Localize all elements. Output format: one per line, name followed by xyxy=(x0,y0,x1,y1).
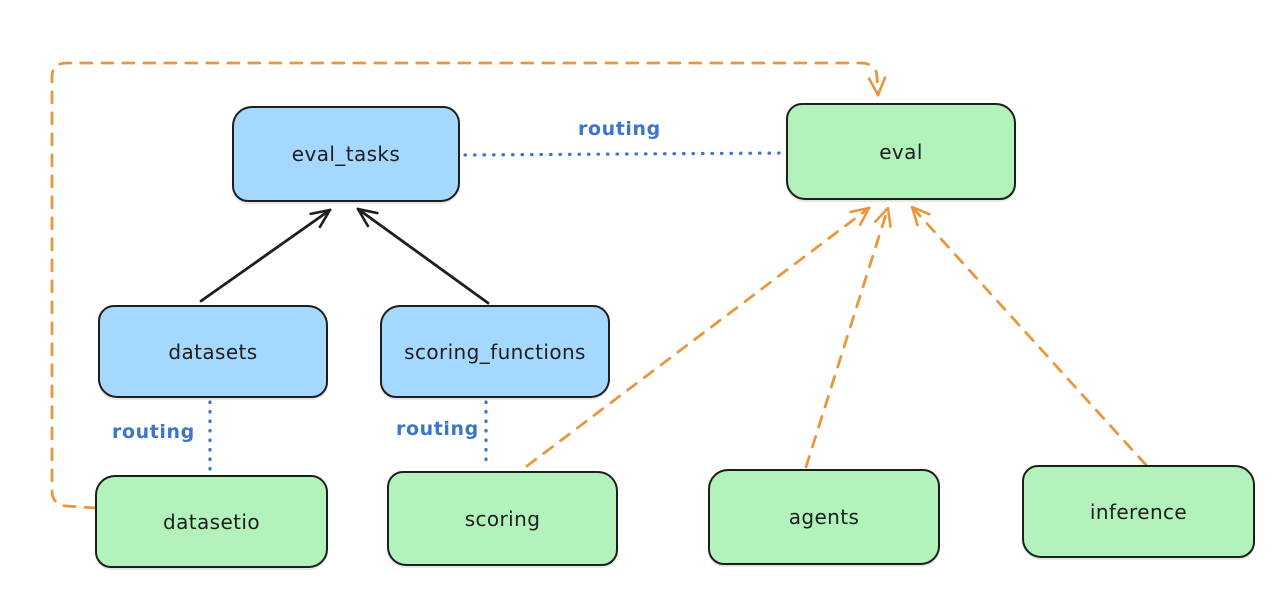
node-datasets-label: datasets xyxy=(168,339,258,364)
routing-label-eval-tasks-eval: routing xyxy=(578,118,661,140)
node-scoring-label: scoring xyxy=(464,506,541,531)
node-datasets: datasets xyxy=(98,305,328,398)
edge-scoring-functions-to-eval-tasks xyxy=(356,207,490,305)
node-eval: eval xyxy=(786,103,1016,200)
node-inference: inference xyxy=(1022,465,1255,558)
edge-datasetio-to-eval xyxy=(50,61,887,510)
node-agents-label: agents xyxy=(788,505,860,529)
node-eval-label: eval xyxy=(879,139,923,164)
routing-label-scoring-functions-scoring: routing xyxy=(396,418,479,440)
edge-agents-to-eval xyxy=(804,206,892,469)
node-scoring: scoring xyxy=(387,471,618,566)
node-datasetio-label: datasetio xyxy=(162,509,260,534)
node-eval-tasks-label: eval_tasks xyxy=(291,142,401,166)
node-eval-tasks: eval_tasks xyxy=(232,106,460,202)
routing-label-datasets-datasetio: routing xyxy=(112,421,195,443)
edge-eval-tasks-to-eval xyxy=(463,151,787,157)
node-inference-label: inference xyxy=(1089,499,1188,524)
node-datasetio: datasetio xyxy=(95,475,328,568)
node-agents: agents xyxy=(708,469,940,565)
node-scoring-functions-label: scoring_functions xyxy=(404,339,586,364)
node-scoring-functions: scoring_functions xyxy=(380,305,610,398)
edge-inference-to-eval xyxy=(910,205,1148,467)
edge-datasets-to-eval-tasks xyxy=(199,208,332,303)
edge-scoring-to-eval xyxy=(525,206,871,468)
